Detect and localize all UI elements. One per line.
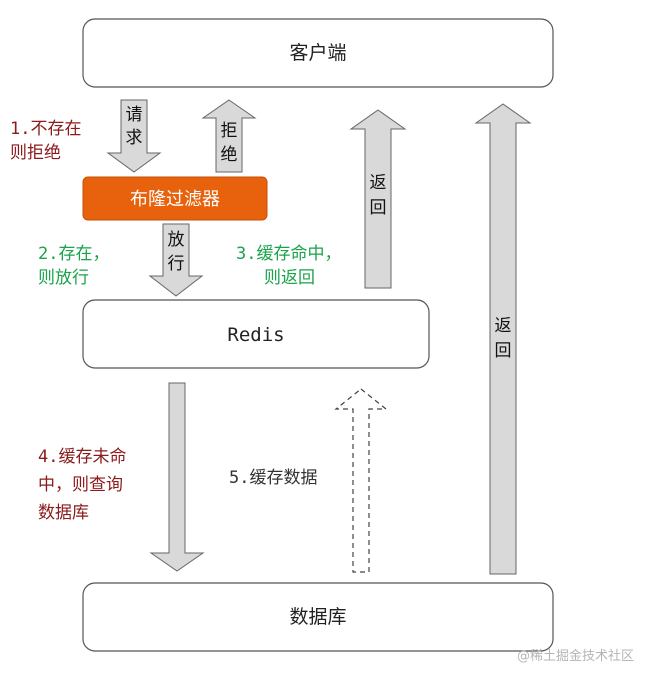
bloom-filter-label: 布隆过滤器 bbox=[130, 189, 220, 210]
note-cache-miss-line-3: 数据库 bbox=[38, 503, 89, 523]
note-exist-line-1: 2.存在， bbox=[38, 244, 109, 264]
note-cache-data: 5.缓存数据 bbox=[229, 468, 317, 488]
pass-label-1: 放 bbox=[168, 230, 185, 250]
database-label: 数据库 bbox=[289, 606, 346, 628]
return-db-label-2: 回 bbox=[495, 341, 512, 361]
cache-data-arrow bbox=[334, 388, 388, 573]
client-node: 客户端 bbox=[82, 18, 554, 88]
note-not-exist-line-2: 则拒绝 bbox=[10, 143, 61, 163]
return-from-redis-arrow: 返 回 bbox=[349, 109, 407, 289]
client-label: 客户端 bbox=[289, 42, 346, 64]
note-exist-line-2: 则放行 bbox=[38, 268, 89, 288]
request-label-1: 请 bbox=[126, 105, 143, 125]
redis-node: Redis bbox=[82, 299, 430, 369]
request-label-2: 求 bbox=[126, 128, 143, 148]
note-cache-miss-line-1: 4.缓存未命 bbox=[38, 447, 126, 467]
note-cache-miss: 4.缓存未命 中，则查询 数据库 bbox=[38, 447, 126, 523]
return-db-label-1: 返 bbox=[495, 316, 512, 336]
pass-arrow: 放 行 bbox=[148, 223, 204, 297]
return-from-db-arrow: 返 回 bbox=[474, 103, 532, 575]
return-redis-label-1: 返 bbox=[370, 173, 387, 193]
return-redis-label-2: 回 bbox=[370, 198, 387, 218]
redis-label: Redis bbox=[227, 324, 284, 346]
database-node: 数据库 bbox=[82, 582, 554, 652]
note-cache-hit: 3.缓存命中， 则返回 bbox=[236, 244, 341, 288]
watermark: @稀土掘金技术社区 bbox=[517, 648, 634, 664]
note-exist: 2.存在， 则放行 bbox=[38, 244, 109, 288]
bloom-filter-node: 布隆过滤器 bbox=[82, 176, 268, 221]
reject-label-2: 绝 bbox=[221, 145, 238, 165]
pass-label-2: 行 bbox=[168, 254, 185, 274]
note-not-exist-line-1: 1.不存在 bbox=[10, 119, 81, 139]
cache-miss-arrow bbox=[149, 382, 205, 572]
request-arrow: 请 求 bbox=[106, 99, 162, 173]
note-cache-miss-line-2: 中，则查询 bbox=[38, 475, 123, 495]
note-not-exist: 1.不存在 则拒绝 bbox=[10, 119, 81, 163]
note-cache-hit-line-1: 3.缓存命中， bbox=[236, 244, 341, 264]
reject-label-1: 拒 bbox=[221, 121, 238, 141]
reject-arrow: 拒 绝 bbox=[201, 99, 257, 173]
note-cache-hit-line-2: 则返回 bbox=[264, 268, 315, 288]
